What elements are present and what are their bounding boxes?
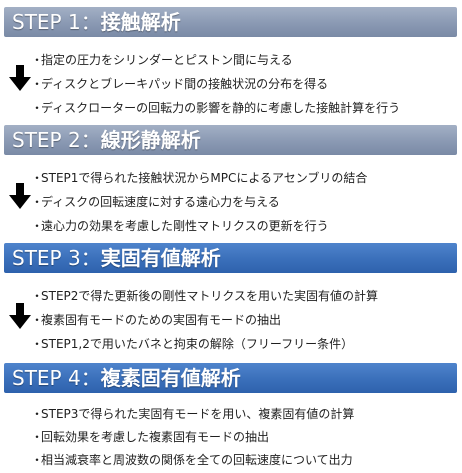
down-arrow-icon bbox=[9, 183, 31, 209]
down-arrow-icon bbox=[9, 65, 31, 91]
step-4-title: 複素固有値解析 bbox=[100, 366, 241, 390]
list-item: ディスクとブレーキパッド間の接触状況の分布を得る bbox=[34, 72, 328, 96]
step-3-title: 実固有値解析 bbox=[100, 246, 221, 270]
list-item: ディスクの回転速度に対する遠心力を与える bbox=[34, 190, 280, 214]
step-2-header: STEP 2：線形静解析 bbox=[4, 125, 457, 155]
list-item: 回転効果を考慮した複素固有モードの抽出 bbox=[34, 425, 269, 449]
step-3-header: STEP 3：実固有値解析 bbox=[4, 243, 457, 273]
list-item: STEP1,2で用いたバネと拘束の解除（フリーフリー条件） bbox=[34, 332, 353, 356]
list-item: STEP2で得た更新後の剛性マトリクスを用いた実固有値の計算 bbox=[34, 284, 378, 308]
list-item: 相当減衰率と周波数の関係を全ての回転速度について出力 bbox=[34, 448, 353, 472]
step-1-header: STEP 1：接触解析 bbox=[4, 7, 457, 37]
list-item: 複素固有モードのための実固有モードの抽出 bbox=[34, 308, 281, 332]
step-1-title: 接触解析 bbox=[100, 10, 181, 34]
list-item: STEP1で得られた接触状況からMPCによるアセンブリの結合 bbox=[34, 166, 367, 190]
step-4-header: STEP 4：複素固有値解析 bbox=[4, 363, 457, 393]
list-item: STEP3で得られた実固有モードを用い、複素固有値の計算 bbox=[34, 402, 354, 426]
step-2-number: STEP 2： bbox=[12, 128, 101, 152]
down-arrow-icon bbox=[9, 303, 31, 329]
step-2-title: 線形静解析 bbox=[100, 128, 201, 152]
list-item: 指定の圧力をシリンダーとピストン間に与える bbox=[34, 48, 293, 72]
step-1-number: STEP 1： bbox=[12, 10, 101, 34]
step-3-number: STEP 3： bbox=[12, 246, 101, 270]
list-item: 遠心力の効果を考慮した剛性マトリクスの更新を行う bbox=[34, 214, 329, 238]
list-item: ディスクローターの回転力の影響を静的に考慮した接触計算を行う bbox=[34, 96, 400, 120]
step-4-number: STEP 4： bbox=[12, 366, 101, 390]
